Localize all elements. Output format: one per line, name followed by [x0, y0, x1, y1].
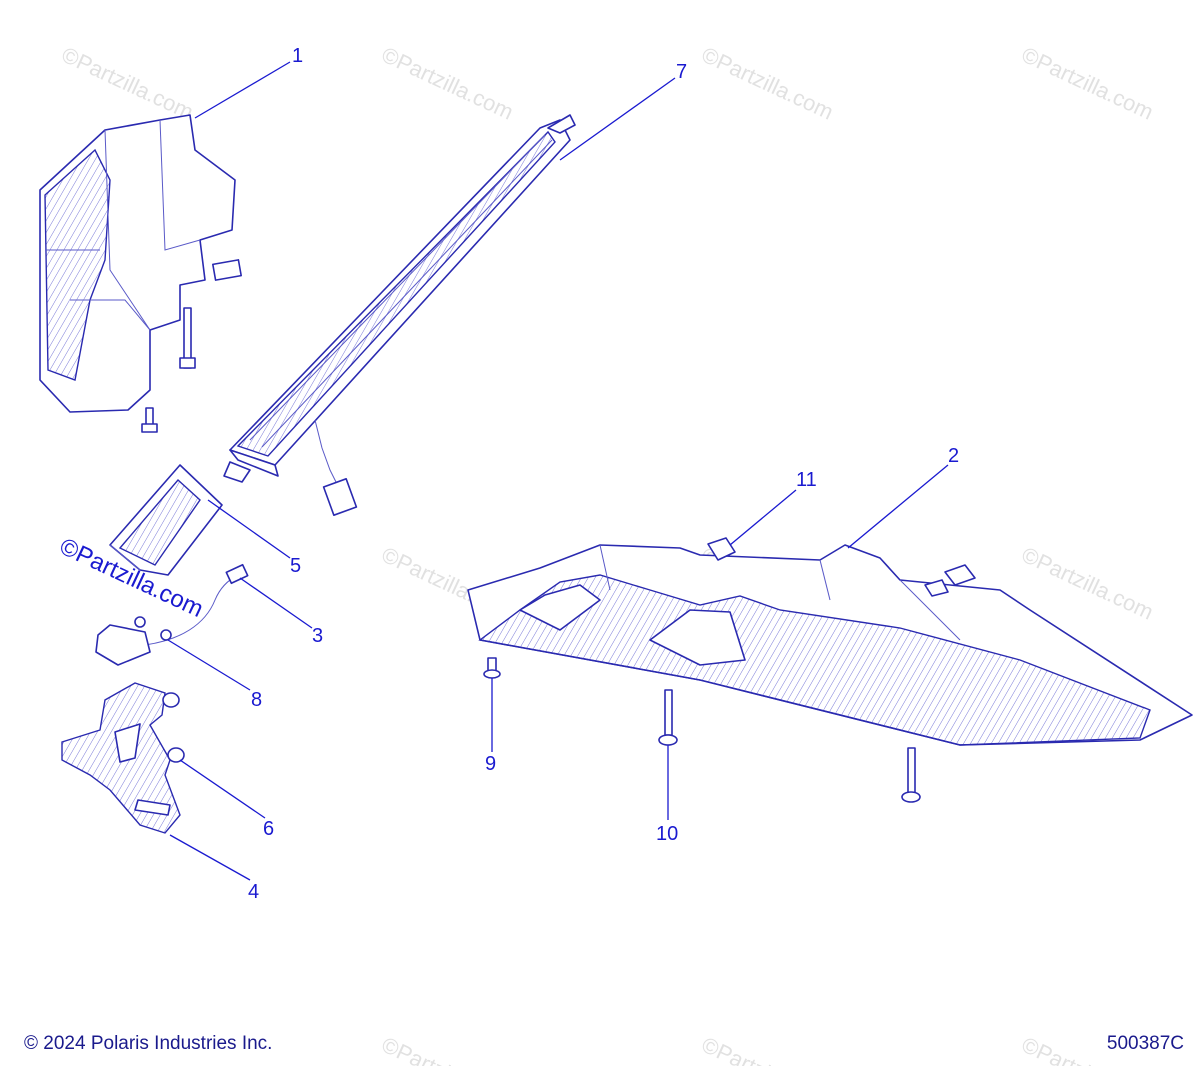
- watermark-text: ©Partzilla.com: [378, 42, 517, 125]
- drawing-number: 500387C: [1106, 1033, 1184, 1054]
- watermark-text: ©Partzilla.com: [698, 1032, 837, 1066]
- callout-8: 8: [251, 689, 262, 711]
- callout-1: 1: [292, 45, 303, 67]
- watermark-text: ©Partzilla.com: [378, 1032, 517, 1066]
- license-bracket-drawing: [61, 682, 185, 834]
- watermark-text: ©Partzilla.com: [698, 42, 837, 125]
- callout-10: 10: [656, 823, 678, 845]
- callout-6: 6: [263, 818, 274, 840]
- fasteners-drawing: [483, 657, 921, 803]
- taillight-assembly-drawing: [467, 537, 1193, 746]
- watermark-text: ©Partzilla.com: [58, 42, 197, 125]
- callout-numbers: 1 2 3 4 5 6 7 8 9 10 11: [248, 45, 959, 903]
- license-light-drawing: [95, 563, 249, 666]
- headlight-assembly-drawing: [39, 114, 242, 433]
- callout-4: 4: [248, 881, 259, 903]
- watermark-text: ©Partzilla.com: [1018, 42, 1157, 125]
- callout-11: 11: [796, 469, 817, 491]
- callout-2: 2: [948, 445, 959, 467]
- callout-5: 5: [290, 555, 301, 577]
- leader-lines: [167, 61, 949, 881]
- copyright-notice: © 2024 Polaris Industries Inc.: [24, 1033, 273, 1054]
- led-light-bar-drawing: [223, 114, 576, 516]
- callout-9: 9: [485, 753, 496, 775]
- watermark-text: ©Partzilla.com: [1018, 542, 1157, 625]
- callout-7: 7: [676, 61, 687, 83]
- light-cover-drawing: [109, 464, 223, 576]
- callout-3: 3: [312, 625, 323, 647]
